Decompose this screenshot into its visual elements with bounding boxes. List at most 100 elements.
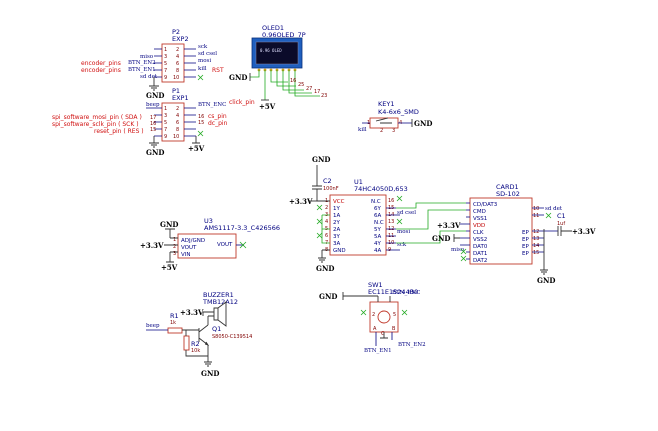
key1-pin: 2 [380,128,383,134]
u1-pin-name: 2Y [333,220,340,226]
p2-encoder-note: encoder_pins [81,60,121,67]
sw1-pin: A [373,326,377,332]
card1-gnd-left: GND [432,234,450,243]
key1-value: K4-6x6_SMD [378,108,419,116]
u3-pin-num: 1 [173,237,176,243]
p1-gpio-num: 16 [198,114,204,120]
p1-pin-num: 3 [164,113,167,119]
p2-pin-num: 4 [176,54,179,60]
p1-gpio-num: 15 [150,127,156,133]
p1-pin-num: 6 [176,120,179,126]
p2-net-label: kill [198,66,207,72]
p1-pin-num: 9 [164,134,167,140]
card1-pin-name: CMD [473,209,486,215]
u3-regulator[interactable]: GND U3 AMS1117-3.3_C426566 ADJ/GND VOUT … [140,217,280,272]
oled-pin-num: 25 [298,82,304,88]
p1-gpio-num: 17 [150,115,156,121]
p1-pin-num: 8 [176,127,179,133]
oled-pin-num: 23 [321,93,327,99]
sw1-ref: SW1 [368,281,383,289]
card1-pin-name: EP [522,244,529,250]
sw1-gnd: GND [319,292,337,301]
p1-note: spi_software_mosi_pin ( SDA ) [52,114,142,121]
key1-pin: 3 [392,128,395,134]
key1-net: kill [358,127,367,133]
buzzer-net: beep [146,323,160,329]
p1-connector[interactable]: P1 EXP1 1 3 5 7 9 2 4 6 8 10 beep 17 16 … [52,87,255,157]
u1-top-gnd: GND [312,155,330,164]
p2-pin-num: 2 [176,47,179,53]
p2-pin-num: 6 [176,61,179,67]
p2-net-label: BTN_EN2 [128,60,156,66]
card1-pin-name: VDD [473,223,485,229]
c1-ref: C1 [557,212,566,220]
card1-value: SD-102 [496,190,520,198]
sw1-pin: B [392,326,396,332]
p1-note: cs_pin [208,113,227,120]
p2-net-label: sd csel [198,51,217,57]
card1-pin-num: 12 [533,229,539,235]
sw1-value: EC11E15244B0 [368,288,418,296]
r1-ref: R1 [170,312,179,320]
card1-sd-slot[interactable]: CARD1 SD-102 CD/DAT3 CMD VSS1 VDD CLK VS… [432,183,596,285]
p1-note: click_pin [229,99,255,106]
u3-vcc-in: +5V [161,263,178,272]
u1-pin-name: N.C [371,199,381,205]
p2-ref: P2 [172,28,180,36]
c1-value: 1uf [557,221,565,227]
card1-pin-num: 10 [533,206,539,212]
p2-pin-num: 7 [164,68,167,74]
card1-pin-name: EP [522,237,529,243]
oled-value: 0.96OLED_7P [262,31,306,39]
buzzer-vcc: +3.3V [180,308,204,317]
p2-value: EXP2 [172,35,189,43]
u1-gnd: GND [316,264,334,273]
u3-vcc-out: +3.3V [140,241,164,250]
card1-pin-name: DAT2 [473,258,487,264]
u3-pin-num: 2 [173,244,176,250]
p1-net-label: BTN_ENC [198,102,226,108]
buzzer-circuit[interactable]: BUZZER1 TMB12A12 +3.3V Q1 S8050-C139514 … [146,291,252,378]
u1-ref: U1 [354,178,363,186]
u1-pin-num: 4 [325,219,328,225]
card1-pin-name: DAT1 [473,251,487,257]
card1-pin-name: EP [522,230,529,236]
u3-body [177,233,237,259]
p2-rst-note: RST [212,67,224,74]
p1-value: EXP1 [172,94,189,102]
oled-module[interactable]: OLED1 0.96OLED_7P 0.96 OLED GND +5V 16 2… [229,24,327,111]
p2-pin-num: 10 [173,75,179,81]
sw1-knob [377,310,391,324]
u3-pin-name: VOUT [217,242,233,248]
u1-pin-name: 5A [374,234,381,240]
u1-pin-name: 6A [374,213,381,219]
sw1-pin: 5 [393,312,396,318]
key1-switch[interactable]: KEY1 K4-6x6_SMD 1 4 2 3 kill GND [358,100,432,134]
sw1-net: BTN_ENC [392,290,420,296]
card1-pin-num: 14 [533,243,539,249]
p2-pin-num: 9 [164,75,167,81]
p1-note: dc_pin [208,120,228,127]
u1-net: sck [397,242,407,248]
r1-value: 1k [170,320,176,326]
p2-net-label: sd det [140,74,158,80]
p2-pin-num: 8 [176,68,179,74]
card1-net: miso [451,247,465,253]
card1-pin-name: DAT0 [473,244,488,250]
u1-pin-name: 3Y [333,234,340,240]
u3-pin-name: VOUT [181,245,197,251]
sw1-pin: C [381,331,385,337]
sw1-pin: 2 [372,312,375,318]
p1-pin-num: 2 [176,106,179,112]
r2-body [183,335,190,351]
p2-net-label: BTN_EN1 [128,67,156,73]
c1-vcc: +3.3V [572,227,596,236]
sw1-encoder[interactable]: GND SW1 EC11E15244B0 BTN_ENC 2 5 A C B B… [319,281,426,354]
u1-pin-num: 16 [388,198,394,204]
r2-value: 10k [191,348,200,354]
c2-value: 100nF [323,186,339,192]
card1-pin-name: CD/DAT3 [473,202,498,208]
p2-connector[interactable]: P2 EXP2 1 3 5 7 9 2 4 6 8 10 miso BTN_EN… [81,28,224,100]
u1-buffer[interactable]: GND C2 100nF U1 74HC4050D,653 VCC 1Y 1A … [289,155,466,273]
r1-body [167,327,183,334]
